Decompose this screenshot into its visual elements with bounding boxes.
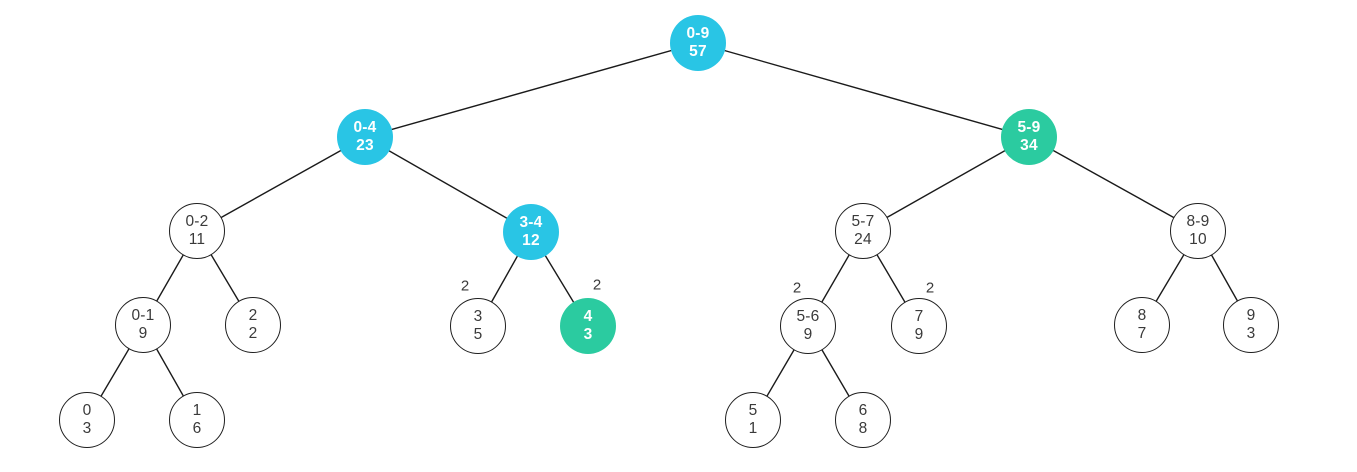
- node-range-label: 0-2: [185, 213, 209, 230]
- node-range-label: 5-6: [796, 308, 820, 325]
- tree-edge-5-9-to-5-7: [862, 136, 1030, 232]
- node-value-label: 24: [854, 231, 872, 248]
- node-range-label: 8: [1137, 307, 1147, 324]
- node-range-label: 2: [248, 307, 258, 324]
- node-range-label: 7: [914, 308, 924, 325]
- tree-edge-0-9-to-5-9: [697, 42, 1030, 138]
- node-value-label: 3: [82, 420, 92, 437]
- node-value-label: 8: [858, 420, 868, 437]
- node-value-label: 9: [803, 326, 813, 343]
- edge-lazy-label-3: 2: [460, 277, 470, 295]
- node-range-label: 9: [1246, 307, 1256, 324]
- node-value-label: 57: [689, 43, 707, 60]
- edge-lazy-label-5-6: 2: [792, 279, 802, 297]
- tree-edge-0-4-to-0-2: [196, 136, 366, 232]
- node-value-label: 23: [356, 137, 374, 154]
- node-value-label: 10: [1189, 231, 1207, 248]
- node-value-label: 12: [522, 232, 540, 249]
- node-value-label: 5: [473, 326, 483, 343]
- node-range-label: 5: [748, 402, 758, 419]
- tree-edge-0-9-to-0-4: [364, 42, 699, 138]
- node-range-label: 0: [82, 402, 92, 419]
- node-value-label: 11: [188, 231, 206, 248]
- node-range-label: 6: [858, 402, 868, 419]
- node-range-label: 4: [583, 308, 593, 325]
- tree-edge-5-9-to-8-9: [1028, 136, 1199, 232]
- node-range-label: 1: [192, 402, 202, 419]
- node-value-label: 9: [914, 326, 924, 343]
- node-value-label: 3: [583, 326, 593, 343]
- node-range-label: 0-4: [353, 119, 377, 136]
- node-value-label: 1: [748, 420, 758, 437]
- node-range-label: 0-9: [686, 25, 710, 42]
- node-value-label: 3: [1246, 325, 1256, 342]
- edge-lazy-label-4: 2: [592, 276, 602, 294]
- node-value-label: 7: [1137, 325, 1147, 342]
- node-value-label: 9: [138, 325, 148, 342]
- node-value-label: 34: [1020, 137, 1038, 154]
- node-range-label: 5-9: [1017, 119, 1041, 136]
- tree-edge-0-4-to-3-4: [364, 136, 532, 233]
- node-value-label: 2: [248, 325, 258, 342]
- node-range-label: 8-9: [1186, 213, 1210, 230]
- node-range-label: 3: [473, 308, 483, 325]
- edge-lazy-label-7: 2: [925, 279, 935, 297]
- node-value-label: 6: [192, 420, 202, 437]
- node-range-label: 5-7: [851, 213, 875, 230]
- node-range-label: 3-4: [519, 214, 543, 231]
- node-range-label: 0-1: [131, 307, 155, 324]
